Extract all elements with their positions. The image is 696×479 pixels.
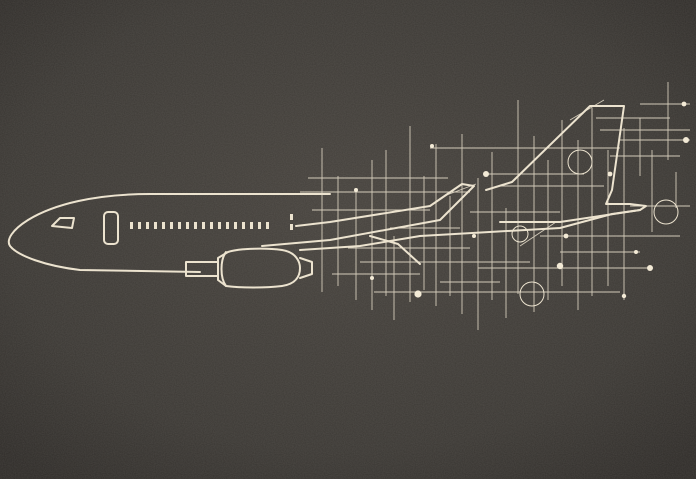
- passenger-window: [162, 222, 165, 229]
- wing: [261, 183, 475, 247]
- circuit-node: [414, 290, 422, 298]
- passenger-window: [234, 222, 237, 229]
- passenger-window: [290, 224, 293, 230]
- circuit-node: [647, 265, 653, 271]
- circuit-node: [472, 234, 476, 238]
- passenger-window: [250, 222, 253, 229]
- passenger-window: [154, 222, 157, 229]
- passenger-window: [202, 222, 205, 229]
- passenger-window: [242, 222, 245, 229]
- engine-intake-ring: [220, 251, 227, 287]
- circuit-node: [683, 137, 689, 143]
- passenger-window: [146, 222, 149, 229]
- passenger-window: [218, 222, 221, 229]
- airplane: [7, 105, 647, 289]
- engine-exhaust: [299, 257, 313, 279]
- passenger-window: [194, 222, 197, 229]
- engine-pylon: [185, 261, 219, 277]
- cockpit-window: [51, 217, 75, 229]
- circuit-node: [483, 171, 489, 177]
- circuit-node: [634, 250, 638, 254]
- circuit-line: [519, 221, 557, 247]
- circuit-ring: [567, 149, 593, 175]
- passenger-window: [170, 222, 173, 229]
- door: [103, 211, 119, 245]
- circuit-nodes: [354, 101, 689, 299]
- circuit-node: [556, 262, 564, 270]
- passenger-window: [258, 222, 261, 229]
- passenger-windows: [130, 214, 293, 230]
- circuit-node: [621, 293, 627, 299]
- passenger-window: [138, 222, 141, 229]
- circuit-node: [370, 276, 374, 280]
- engine: [217, 247, 301, 289]
- fuselage: [7, 193, 331, 273]
- circuit-network: [300, 82, 690, 330]
- passenger-window: [130, 222, 133, 229]
- passenger-window: [186, 222, 189, 229]
- circuit-ring: [511, 225, 529, 243]
- passenger-window: [178, 222, 181, 229]
- passenger-window: [290, 214, 293, 220]
- fuselage-belly: [299, 235, 421, 251]
- circuit-node: [681, 101, 687, 107]
- passenger-window: [266, 222, 269, 229]
- passenger-window: [210, 222, 213, 229]
- circuit-node: [430, 144, 434, 148]
- passenger-window: [226, 222, 229, 229]
- circuit-ring: [519, 281, 545, 307]
- wing-trailing-flap: [369, 235, 421, 265]
- circuit-node: [354, 188, 358, 192]
- horizontal-stabilizer: [499, 209, 641, 223]
- circuit-rings: [511, 149, 679, 307]
- circuit-ring: [653, 199, 679, 225]
- circuit-node: [563, 233, 569, 239]
- circuit-node: [607, 171, 613, 177]
